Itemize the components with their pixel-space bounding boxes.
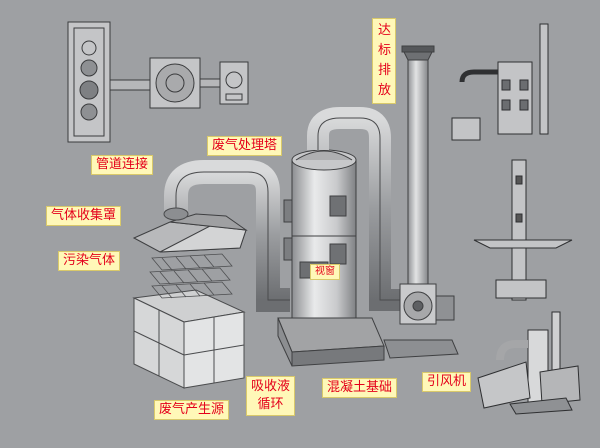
label-collection-hood: 气体收集罩: [46, 206, 122, 226]
treatment-tower: [283, 149, 357, 329]
tower-foundation: [277, 317, 385, 367]
plan-view-drawing: [67, 21, 249, 143]
label-absorbent-line2: 循环: [257, 397, 284, 412]
label-pollutant-gas: 污染气体: [58, 251, 121, 271]
side-view-drawing: [451, 23, 573, 301]
pollutant-gas-mesh: [149, 253, 233, 299]
exhaust-source-box: [132, 289, 246, 389]
induced-fan: [383, 283, 459, 359]
label-absorbent-line1: 吸收液: [251, 379, 291, 394]
label-treatment-tower: 废气处理塔: [207, 136, 283, 156]
outlet-duct: [307, 107, 404, 311]
label-pipe-connection: 管道连接: [91, 155, 154, 175]
label-exhaust-source: 废气产生源: [154, 400, 230, 420]
label-discharge: 达标排放: [372, 18, 396, 104]
small-model-drawing: [477, 311, 581, 415]
label-absorbent-circulation: 吸收液 循环: [246, 376, 296, 416]
label-viewport: 视窗: [310, 264, 340, 280]
label-concrete-foundation: 混凝土基础: [322, 378, 398, 398]
duct-pipe: [163, 160, 290, 312]
collection-hood: [132, 213, 248, 253]
label-induced-fan: 引风机: [422, 372, 472, 392]
exhaust-stack: [401, 45, 435, 289]
